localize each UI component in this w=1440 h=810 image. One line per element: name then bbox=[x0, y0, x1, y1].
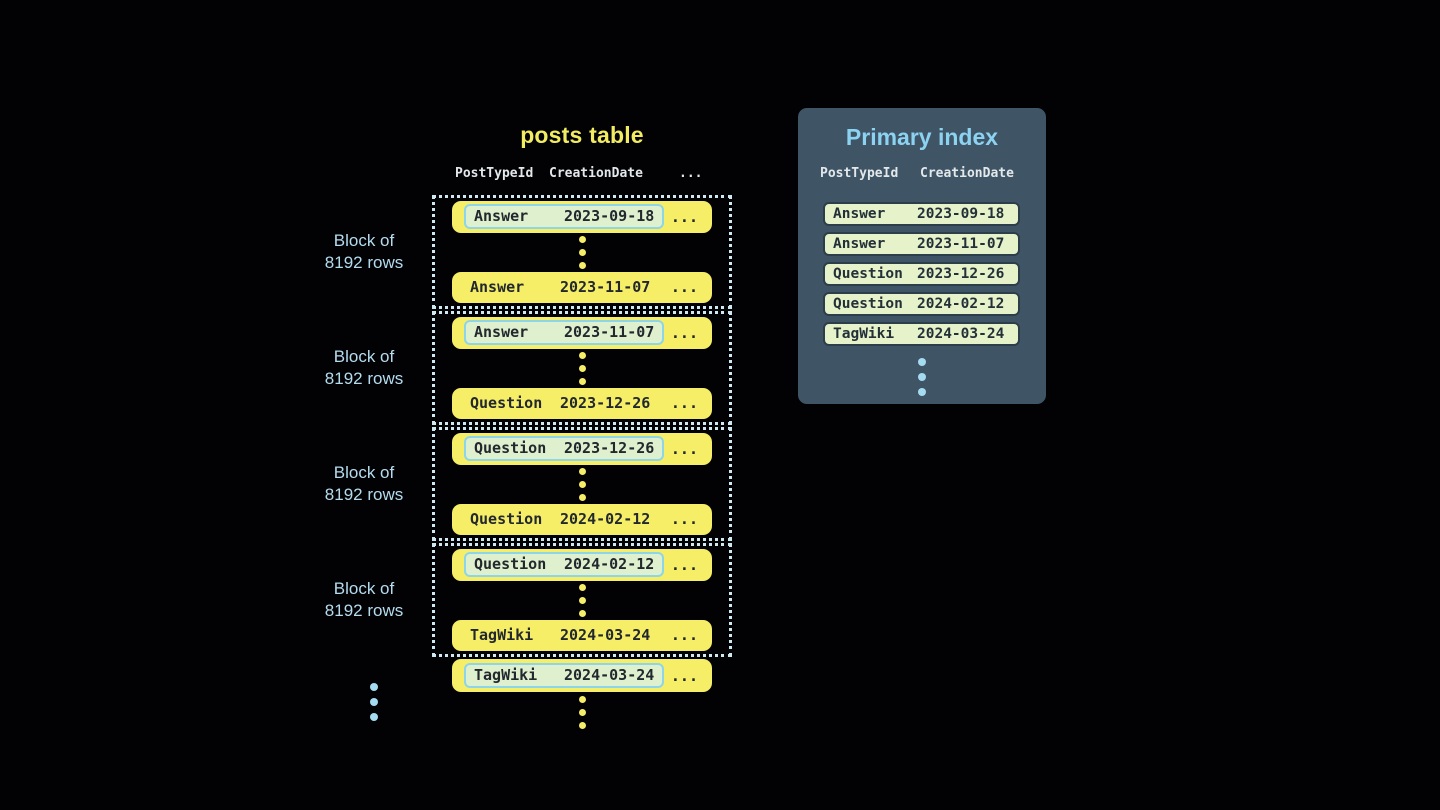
block-label: Block of 8192 rows bbox=[306, 230, 422, 274]
block-label: Block of 8192 rows bbox=[306, 462, 422, 506]
creationdate-value: 2023-12-26 bbox=[564, 439, 655, 458]
table-row-first: Answer 2023-09-18 ... bbox=[452, 201, 712, 233]
block-label-line1: Block of bbox=[333, 347, 395, 366]
index-entry: Answer 2023-11-07 bbox=[823, 232, 1020, 256]
creationdate-value: 2023-12-26 bbox=[917, 266, 1005, 282]
index-entry: Question 2023-12-26 bbox=[823, 262, 1020, 286]
table-row-last: Question 2024-02-12 ... bbox=[452, 503, 712, 535]
posttypeid-value: Question bbox=[833, 296, 903, 312]
block-outline: Question 2024-02-12 ... TagWiki 2024-03-… bbox=[432, 543, 732, 657]
more-columns-ellipsis: ... bbox=[670, 666, 698, 685]
posttypeid-value: Question bbox=[474, 439, 547, 458]
more-columns-ellipsis: ... bbox=[670, 394, 698, 413]
ellipsis-icon bbox=[578, 233, 586, 272]
creationdate-value: 2023-11-07 bbox=[560, 278, 651, 297]
index-entry: Question 2024-02-12 bbox=[823, 292, 1020, 316]
creationdate-value: 2023-09-18 bbox=[917, 206, 1005, 222]
ellipsis-icon bbox=[578, 581, 586, 620]
highlighted-entry: TagWiki 2024-03-24 bbox=[464, 663, 665, 688]
block-label-line1: Block of bbox=[333, 231, 395, 250]
block-label-line2: 8192 rows bbox=[324, 485, 404, 504]
creationdate-value: 2024-02-12 bbox=[560, 510, 651, 529]
more-columns-ellipsis: ... bbox=[670, 207, 698, 226]
block-outline: Answer 2023-11-07 ... Question 2023-12-2… bbox=[432, 311, 732, 425]
posttypeid-value: Answer bbox=[470, 278, 525, 297]
posttypeid-value: Question bbox=[470, 394, 543, 413]
block-label-line2: 8192 rows bbox=[324, 369, 404, 388]
highlighted-entry: Question 2023-12-26 bbox=[464, 436, 665, 462]
more-columns-ellipsis: ... bbox=[670, 626, 698, 645]
posttypeid-value: Question bbox=[474, 555, 547, 574]
posts-table-header-more: ... bbox=[679, 166, 703, 181]
more-rows-ellipsis-icon bbox=[560, 693, 604, 732]
creationdate-value: 2023-09-18 bbox=[564, 207, 655, 226]
table-row-last: TagWiki 2024-03-24 ... bbox=[452, 619, 712, 651]
row-values: Question 2024-02-12 bbox=[470, 510, 650, 528]
posts-table-header-posttypeid: PostTypeId bbox=[455, 166, 534, 181]
highlighted-entry: Question 2024-02-12 bbox=[464, 552, 665, 578]
highlighted-entry: Answer 2023-11-07 bbox=[464, 320, 665, 346]
posttypeid-value: TagWiki bbox=[470, 626, 534, 645]
more-columns-ellipsis: ... bbox=[670, 510, 698, 529]
row-values: TagWiki 2024-03-24 bbox=[470, 626, 650, 644]
posts-table-blocks: Answer 2023-09-18 ... Answer 2023-11-07 … bbox=[432, 195, 732, 659]
table-row-last: Question 2023-12-26 ... bbox=[452, 387, 712, 419]
posts-table-header-creationdate: CreationDate bbox=[549, 166, 643, 181]
creationdate-value: 2024-03-24 bbox=[560, 626, 651, 645]
index-header-posttypeid: PostTypeId bbox=[820, 166, 899, 181]
creationdate-value: 2024-02-12 bbox=[917, 296, 1005, 312]
index-header-creationdate: CreationDate bbox=[920, 166, 1014, 181]
primary-index-title: Primary index bbox=[845, 124, 999, 150]
block-label-line2: 8192 rows bbox=[324, 253, 404, 272]
creationdate-value: 2023-11-07 bbox=[917, 236, 1005, 252]
highlighted-entry: Answer 2023-09-18 bbox=[464, 204, 665, 230]
posttypeid-value: Answer bbox=[474, 323, 529, 342]
block-label-line2: 8192 rows bbox=[324, 601, 404, 620]
creationdate-value: 2023-12-26 bbox=[560, 394, 651, 413]
block-label-line1: Block of bbox=[333, 579, 395, 598]
index-entries: Answer 2023-09-18 Answer 2023-11-07 Ques… bbox=[823, 202, 1020, 352]
block-label: Block of 8192 rows bbox=[306, 578, 422, 622]
table-row-first: Question 2023-12-26 ... bbox=[452, 433, 712, 465]
index-entry: Answer 2023-09-18 bbox=[823, 202, 1020, 226]
block-label-line1: Block of bbox=[333, 463, 395, 482]
posttypeid-value: Question bbox=[833, 266, 903, 282]
posttypeid-value: Question bbox=[470, 510, 543, 529]
primary-index-panel: Primary index PostTypeId CreationDate An… bbox=[798, 108, 1046, 404]
index-entry: TagWiki 2024-03-24 bbox=[823, 322, 1020, 346]
row-values: Question 2023-12-26 bbox=[470, 394, 650, 412]
row-values: Answer 2023-11-07 bbox=[470, 278, 650, 296]
table-row-trailing: TagWiki 2024-03-24 ... bbox=[452, 659, 712, 692]
more-columns-ellipsis: ... bbox=[670, 278, 698, 297]
posttypeid-value: Answer bbox=[833, 236, 886, 252]
table-row-first: Question 2024-02-12 ... bbox=[452, 549, 712, 581]
posts-table-title: posts table bbox=[520, 122, 644, 148]
creationdate-value: 2024-02-12 bbox=[564, 555, 655, 574]
creationdate-value: 2024-03-24 bbox=[564, 666, 655, 684]
more-blocks-ellipsis-icon bbox=[370, 679, 378, 724]
table-row-last: Answer 2023-11-07 ... bbox=[452, 271, 712, 303]
block-outline: Question 2023-12-26 ... Question 2024-02… bbox=[432, 427, 732, 541]
ellipsis-icon bbox=[578, 349, 586, 388]
ellipsis-icon bbox=[578, 465, 586, 504]
more-columns-ellipsis: ... bbox=[670, 323, 698, 342]
posttypeid-value: TagWiki bbox=[833, 326, 895, 342]
posttypeid-value: TagWiki bbox=[474, 666, 538, 684]
more-index-entries-ellipsis-icon bbox=[904, 354, 940, 399]
block-label: Block of 8192 rows bbox=[306, 346, 422, 390]
block-outline: Answer 2023-09-18 ... Answer 2023-11-07 … bbox=[432, 195, 732, 309]
creationdate-value: 2023-11-07 bbox=[564, 323, 655, 342]
table-row-first: Answer 2023-11-07 ... bbox=[452, 317, 712, 349]
more-columns-ellipsis: ... bbox=[670, 555, 698, 574]
more-columns-ellipsis: ... bbox=[670, 439, 698, 458]
posttypeid-value: Answer bbox=[474, 207, 529, 226]
posttypeid-value: Answer bbox=[833, 206, 886, 222]
creationdate-value: 2024-03-24 bbox=[917, 326, 1005, 342]
